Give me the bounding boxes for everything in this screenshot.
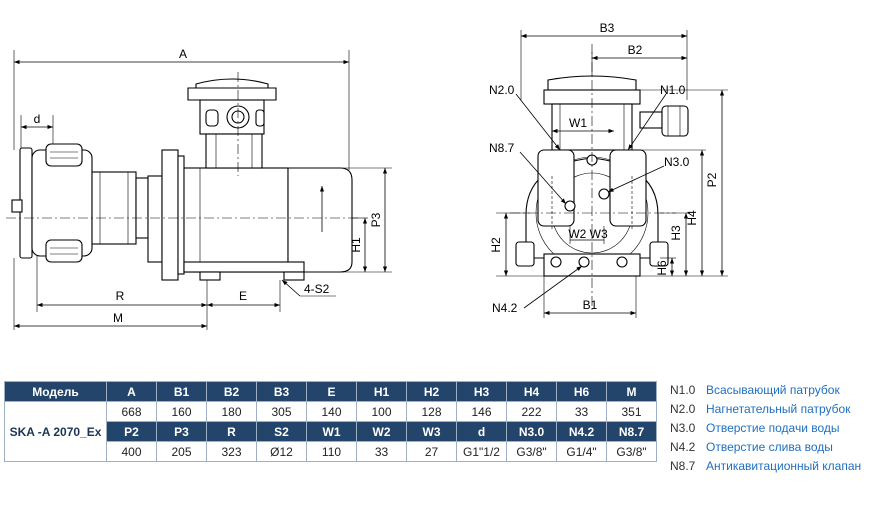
header-cell: M — [606, 381, 657, 402]
value-cell: 110 — [306, 441, 357, 462]
header-cell: N4.2 — [556, 421, 607, 442]
model-header-cell: Модель — [4, 381, 107, 402]
header-cell: H3 — [456, 381, 507, 402]
legend-code: N8.7 — [670, 459, 696, 473]
header-cell: H6 — [556, 381, 607, 402]
value-cell: Ø12 — [256, 441, 307, 462]
legend-item: N8.7 Антикавитационный клапан — [670, 457, 861, 476]
model-name-cell: SKA -A 2070_Ex — [4, 401, 107, 462]
legend-code: N3.0 — [670, 421, 696, 435]
value-cell: 33 — [556, 401, 607, 422]
label-W1: W1 — [569, 116, 587, 130]
header-cell: W3 — [406, 421, 457, 442]
header-cell: H2 — [406, 381, 457, 402]
legend-item: N3.0 Отверстие подачи воды — [670, 419, 861, 438]
legend-code: N2.0 — [670, 402, 696, 416]
label-N2: N2.0 — [489, 83, 515, 97]
label-E: E — [239, 289, 247, 303]
header-cell: P2 — [106, 421, 157, 442]
value-cell: 400 — [106, 441, 157, 462]
value-cell: 146 — [456, 401, 507, 422]
label-H1: H1 — [349, 237, 363, 253]
header-cell: W1 — [306, 421, 357, 442]
label-d: d — [34, 112, 41, 126]
legend-code: N1.0 — [670, 383, 696, 397]
header-cell: H1 — [356, 381, 407, 402]
value-cell: 100 — [356, 401, 407, 422]
value-cell: G1"1/2 — [456, 441, 507, 462]
header-cell: d — [456, 421, 507, 442]
label-B3: B3 — [600, 21, 615, 35]
legend-description: Нагнетательный патрубок — [706, 402, 851, 416]
header-cell: P3 — [156, 421, 207, 442]
header-cell: S2 — [256, 421, 307, 442]
technical-drawing: A d — [6, 21, 728, 330]
header-cell: A — [106, 381, 157, 402]
label-B2: B2 — [628, 43, 643, 57]
label-N3: N3.0 — [664, 155, 690, 169]
value-cell: 205 — [156, 441, 207, 462]
legend-description: Всасывающий патрубок — [706, 383, 840, 397]
label-N87: N8.7 — [489, 141, 515, 155]
header-cell: N8.7 — [606, 421, 657, 442]
side-view: A d — [6, 47, 392, 330]
value-cell: 140 — [306, 401, 357, 422]
value-cell: G1/4" — [556, 441, 607, 462]
value-cell: 305 — [256, 401, 307, 422]
value-cell: 222 — [506, 401, 557, 422]
value-cell: 668 — [106, 401, 157, 422]
header-cell: R — [206, 421, 257, 442]
label-H4: H4 — [685, 210, 699, 226]
header-cell: E — [306, 381, 357, 402]
legend-description: Отверстие подачи воды — [706, 421, 840, 435]
header-cell: H4 — [506, 381, 557, 402]
label-P2: P2 — [705, 172, 719, 187]
label-A: A — [179, 47, 187, 61]
label-R: R — [116, 289, 125, 303]
value-cell: 160 — [156, 401, 207, 422]
label-S2: 4-S2 — [304, 282, 330, 296]
value-cell: 27 — [406, 441, 457, 462]
table-header-row-1: Модель A B1 B2 B3 E H1 H2 H3 H4 H6 M — [4, 381, 657, 402]
value-cell: G3/8" — [606, 441, 657, 462]
value-cell: 128 — [406, 401, 457, 422]
header-cell: B1 — [156, 381, 207, 402]
connections-legend: N1.0 Всасывающий патрубок N2.0 Нагнетатель… — [670, 381, 861, 476]
legend-item: N2.0 Нагнетательный патрубок — [670, 400, 861, 419]
value-cell: 323 — [206, 441, 257, 462]
value-cell: 33 — [356, 441, 407, 462]
specifications-table: Модель A B1 B2 B3 E H1 H2 H3 H4 H6 M SKA… — [4, 381, 657, 462]
value-cell: 180 — [206, 401, 257, 422]
label-M: M — [113, 311, 123, 325]
label-P3: P3 — [369, 212, 383, 227]
value-cell: 351 — [606, 401, 657, 422]
label-H3: H3 — [669, 225, 683, 241]
label-H2: H2 — [489, 237, 503, 253]
value-cell: G3/8" — [506, 441, 557, 462]
legend-description: Антикавитационный клапан — [706, 459, 862, 473]
label-H6: H6 — [655, 260, 669, 276]
header-cell: N3.0 — [506, 421, 557, 442]
label-N42: N4.2 — [492, 301, 518, 315]
label-B1: B1 — [583, 298, 598, 312]
front-view: B3 B2 W1 — [489, 21, 728, 318]
header-cell: B3 — [256, 381, 307, 402]
legend-description: Отверстие слива воды — [706, 440, 833, 454]
label-W2W3: W2 W3 — [568, 227, 608, 241]
header-cell: W2 — [356, 421, 407, 442]
table-row: SKA -A 2070_Ex 668 160 180 305 140 100 1… — [4, 401, 657, 462]
legend-item: N4.2 Отверстие слива воды — [670, 438, 861, 457]
table-row: 400 205 323 Ø12 110 33 27 G1"1/2 G3/8" G… — [5, 441, 657, 462]
legend-item: N1.0 Всасывающий патрубок — [670, 381, 861, 400]
header-cell: B2 — [206, 381, 257, 402]
legend-code: N4.2 — [670, 440, 696, 454]
